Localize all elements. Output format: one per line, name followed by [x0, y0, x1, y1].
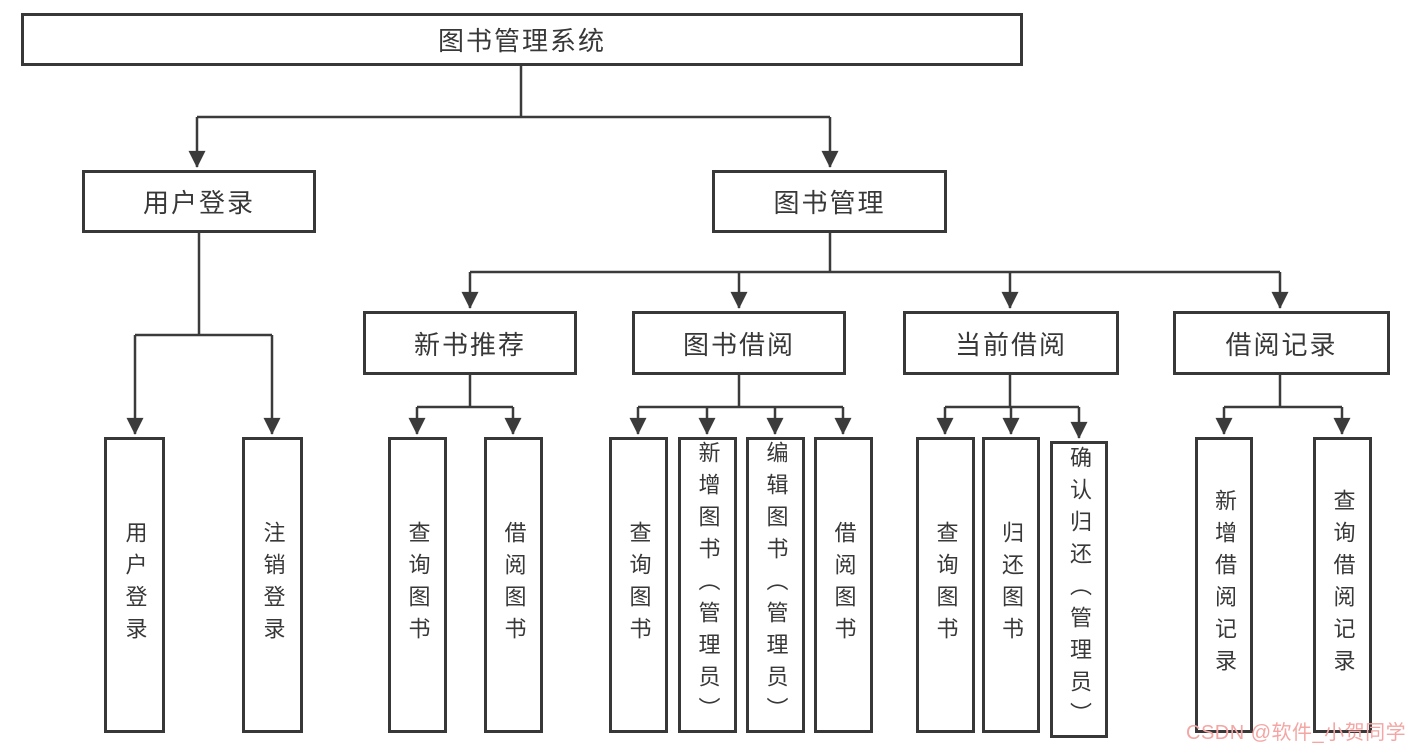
leaf-query-book-current: 查询图书 — [916, 437, 975, 733]
node-new-book-recommend: 新书推荐 — [363, 311, 577, 375]
leaf-query-book-borrow: 查询图书 — [609, 437, 668, 733]
connector-book-borrow-children — [629, 375, 852, 435]
node-current-borrow: 当前借阅 — [903, 311, 1119, 375]
leaf-logout-login: 注销登录 — [242, 437, 303, 733]
node-book-management: 图书管理 — [712, 170, 947, 233]
connector-new-book-recommend-children — [408, 375, 522, 435]
leaf-borrow-book: 借阅图书 — [814, 437, 873, 733]
leaf-confirm-return-admin: 确认归还（管理员） — [1050, 441, 1108, 738]
connector-user-login-children — [126, 233, 281, 435]
leaf-edit-book-admin: 编辑图书（管理员） — [746, 437, 805, 733]
leaf-label: 注销登录 — [260, 521, 286, 649]
leaf-label: 查询图书 — [626, 521, 652, 649]
connector-book-management-to-level3 — [461, 233, 1289, 309]
leaf-label: 新增借阅记录 — [1212, 489, 1237, 681]
node-borrow-records: 借阅记录 — [1173, 311, 1390, 375]
leaf-label: 借阅图书 — [831, 521, 857, 649]
connector-root-to-level2 — [188, 66, 839, 168]
leaf-label: 新增图书（管理员） — [695, 441, 721, 729]
node-book-borrow: 图书借阅 — [632, 311, 846, 375]
leaf-label: 查询借阅记录 — [1330, 489, 1356, 681]
leaf-label: 查询图书 — [933, 521, 959, 649]
leaf-add-book-admin: 新增图书（管理员） — [678, 437, 737, 733]
leaf-label: 归还图书 — [999, 521, 1024, 649]
node-library-system: 图书管理系统 — [21, 13, 1023, 66]
leaf-return-book: 归还图书 — [982, 437, 1040, 733]
leaf-label: 借阅图书 — [501, 521, 527, 649]
leaf-label: 用户登录 — [122, 521, 148, 649]
leaf-label: 查询图书 — [405, 521, 431, 649]
connector-borrow-records-children — [1215, 375, 1351, 435]
leaf-label: 编辑图书（管理员） — [763, 441, 789, 729]
leaf-add-borrow-record: 新增借阅记录 — [1195, 437, 1253, 733]
leaf-query-book-recommend: 查询图书 — [388, 437, 447, 733]
leaf-query-borrow-record: 查询借阅记录 — [1313, 437, 1372, 733]
leaf-user-login: 用户登录 — [104, 437, 165, 733]
node-user-login: 用户登录 — [82, 170, 316, 233]
leaf-label: 确认归还（管理员） — [1067, 445, 1092, 734]
leaf-borrow-book-recommend: 借阅图书 — [484, 437, 543, 733]
connector-current-borrow-children — [936, 375, 1088, 439]
watermark: CSDN @软件_小贺同学 — [1186, 722, 1405, 744]
